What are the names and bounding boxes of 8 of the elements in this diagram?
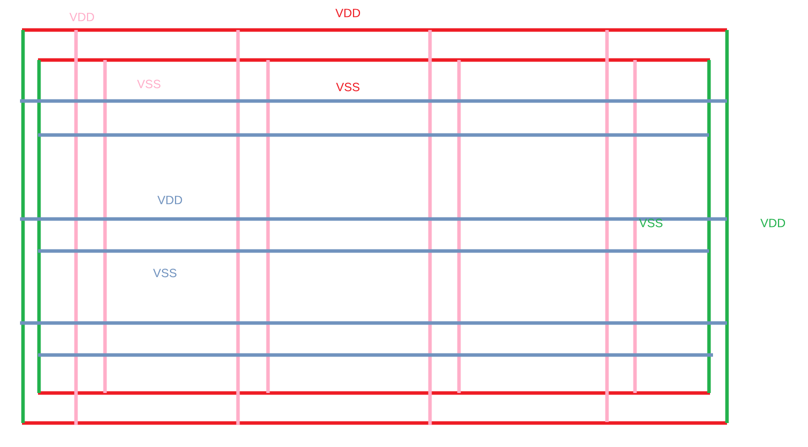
rail-label: VDD [760,218,786,228]
rail-label: VSS [153,268,176,278]
rail-label: VSS [137,80,160,88]
rail-label: VDD [335,8,360,18]
rail-label: VDD [69,12,94,22]
rail-label: VSS [336,82,360,92]
rail-label: VDD [157,196,182,204]
rail-label: VSS [639,218,662,228]
